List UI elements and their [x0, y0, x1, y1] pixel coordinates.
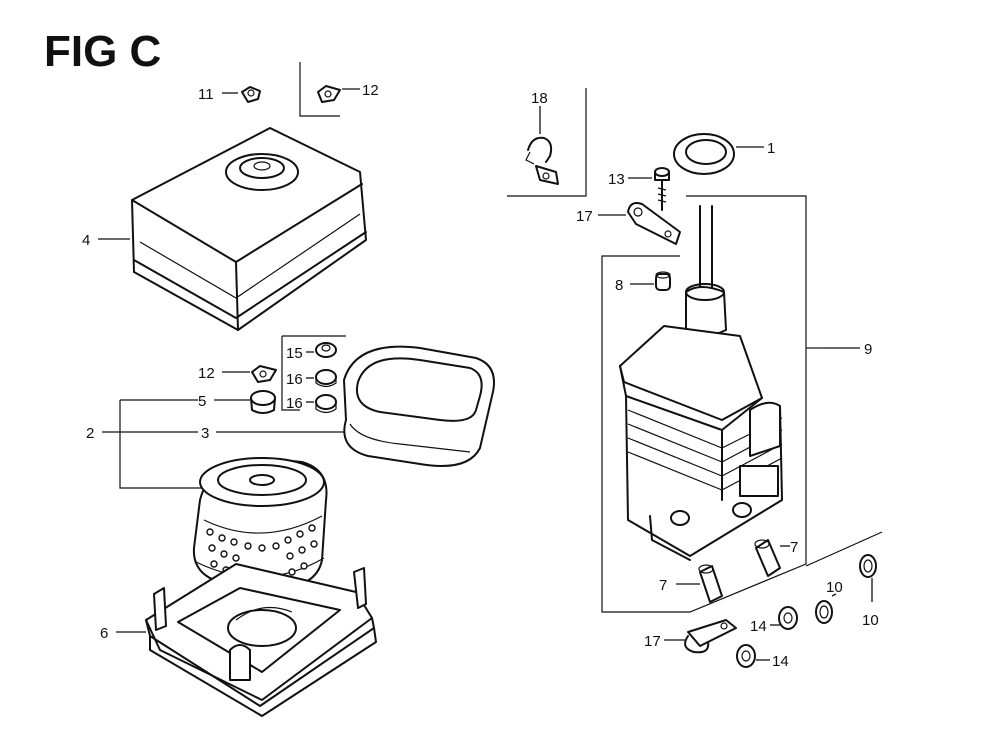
callout-2: 2	[86, 425, 94, 442]
callout-17-top: 17	[576, 208, 593, 225]
callout-10-left: 10	[826, 579, 843, 596]
part-16-nut-lower	[315, 394, 337, 414]
callout-16-upper: 16	[286, 371, 303, 388]
callout-13: 13	[608, 171, 625, 188]
bracket-10-line	[805, 531, 883, 567]
callout-1: 1	[767, 140, 775, 157]
callout-9: 9	[864, 341, 872, 358]
part-10-grommet-right	[859, 554, 877, 578]
part-10-grommet-left	[815, 600, 833, 624]
callout-4: 4	[82, 232, 90, 249]
part-12-wing-nut-top	[317, 85, 341, 103]
bracket-18-box	[507, 88, 587, 197]
part-14-nut-upper	[778, 606, 798, 630]
part-13-bolt	[654, 167, 670, 211]
callout-7-right: 7	[790, 539, 798, 556]
bracket-15-16-box	[281, 336, 300, 411]
bracket-2	[119, 400, 210, 489]
part-9-oil-bath-assembly	[619, 205, 783, 561]
part-15-nut	[315, 342, 337, 358]
part-12-wing-nut	[251, 365, 277, 383]
callout-12: 12	[198, 365, 215, 382]
callout-3: 3	[201, 425, 209, 442]
part-7-pin-right	[754, 539, 781, 577]
filter-perforations	[206, 524, 318, 576]
callout-7-left: 7	[659, 577, 667, 594]
callout-16-lower: 16	[286, 395, 303, 412]
callout-12-top: 12	[362, 82, 379, 99]
callout-17-bottom: 17	[644, 633, 661, 650]
part-4-air-cleaner-cover	[131, 127, 367, 331]
callout-18: 18	[531, 90, 548, 107]
part-7-pin-left	[698, 564, 723, 603]
part-14-nut-lower	[736, 644, 756, 668]
part-18-clamp	[525, 136, 559, 185]
part-3-foam-element	[343, 345, 495, 467]
part-5-grommet	[250, 390, 276, 414]
callout-10-right: 10	[862, 612, 879, 629]
part-17-clamp-top	[627, 202, 681, 245]
figure-title: FIG C	[44, 27, 161, 76]
bracket-9-box	[601, 195, 807, 613]
callout-14-lower: 14	[772, 653, 789, 670]
callout-6: 6	[100, 625, 108, 642]
part-11-clip	[241, 86, 261, 103]
part-6-air-cleaner-base	[145, 563, 377, 717]
part-17-clamp-bottom	[684, 619, 737, 654]
callout-11: 11	[198, 86, 214, 103]
callout-5: 5	[198, 393, 206, 410]
part-1-gasket	[673, 133, 735, 175]
callout-14-upper: 14	[750, 618, 767, 635]
callout-15: 15	[286, 345, 303, 362]
part-16-nut-upper	[315, 369, 337, 388]
bracket-12-box	[299, 62, 340, 117]
part-8-cap	[655, 271, 671, 291]
callout-8: 8	[615, 277, 623, 294]
